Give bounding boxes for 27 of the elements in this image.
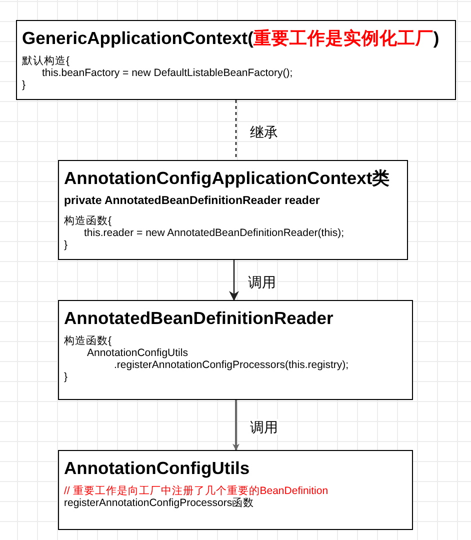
class-box xyxy=(58,450,413,530)
code-line: } xyxy=(64,371,69,383)
code-comment: // 重要工作是向工厂中注册了几个重要的BeanDefinition xyxy=(64,485,330,497)
class-box xyxy=(58,160,408,260)
class-box xyxy=(16,20,456,100)
inheritance-line xyxy=(235,100,237,160)
code-line: 默认构造{ xyxy=(22,55,71,67)
node-title: AnnotationConfigApplicationContext类 xyxy=(64,167,392,189)
edge-label: 调用 xyxy=(247,274,277,290)
node-title: GenericApplicationContext(重要工作是实例化工厂) xyxy=(22,27,440,49)
code-line: 构造函数{ xyxy=(64,215,113,227)
code-line: .registerAnnotationConfigProcessors(this.registry); xyxy=(113,359,350,371)
code-line: this.reader = new AnnotatedBeanDefinitionReader(this); xyxy=(83,227,346,239)
code-line: } xyxy=(22,79,27,91)
arrow xyxy=(232,400,240,451)
node-title: AnnotatedBeanDefinitionReader xyxy=(64,307,334,329)
code-line: 构造函数{ xyxy=(64,335,113,347)
edge-label: 调用 xyxy=(249,419,279,435)
node-title: AnnotationConfigUtils xyxy=(64,457,251,479)
arrow xyxy=(229,260,239,301)
code-line: } xyxy=(64,239,69,251)
code-line: this.beanFactory = new DefaultListableBeanFactory(); xyxy=(41,67,294,79)
class-box xyxy=(58,300,413,400)
field-declaration: private AnnotatedBeanDefinitionReader reader xyxy=(64,195,321,207)
code-line: registerAnnotationConfigProcessors函数 xyxy=(64,497,256,509)
code-line: AnnotationConfigUtils xyxy=(86,347,189,359)
edge-label: 继承 xyxy=(249,124,279,140)
